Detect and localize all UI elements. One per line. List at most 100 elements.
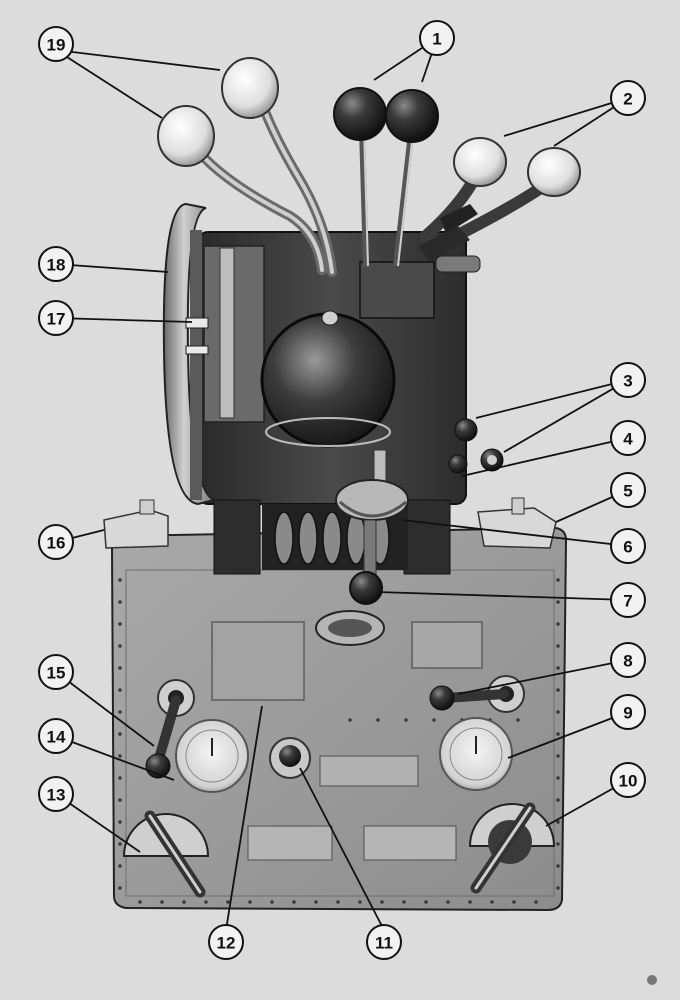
rivet — [118, 600, 122, 604]
callout-number: 3 — [623, 372, 632, 391]
callout-5: 5 — [610, 472, 646, 508]
rivet — [270, 900, 274, 904]
callout-15: 15 — [38, 654, 74, 690]
callout-circle — [610, 472, 646, 508]
rivet — [512, 900, 516, 904]
center-push-button[interactable] — [269, 737, 311, 779]
rivet — [556, 688, 560, 692]
callout-9: 9 — [610, 694, 646, 730]
left-toggle[interactable] — [145, 679, 195, 779]
callout-circle — [38, 718, 74, 754]
rivet — [446, 900, 450, 904]
lever-knob-right[interactable] — [221, 57, 279, 119]
rivet — [404, 718, 408, 722]
rivet — [118, 842, 122, 846]
callout-circle — [610, 420, 646, 456]
dark-knob-right[interactable] — [385, 89, 439, 143]
rivet — [138, 900, 142, 904]
callout-6: 6 — [610, 528, 646, 564]
callout-circle — [38, 776, 74, 812]
callout-number: 1 — [432, 30, 441, 49]
right-gauge — [439, 717, 513, 791]
rivet — [468, 900, 472, 904]
callout-circle — [610, 528, 646, 564]
dark-levers-pair[interactable] — [333, 87, 439, 267]
callout-number: 11 — [375, 934, 393, 953]
left-latch[interactable] — [103, 499, 169, 549]
rivet — [556, 710, 560, 714]
rivet — [118, 820, 122, 824]
callout-14: 14 — [38, 718, 74, 754]
callout-circle — [610, 362, 646, 398]
leader-lines — [55, 37, 629, 931]
rivet — [432, 718, 436, 722]
pitch-knob-right[interactable] — [527, 147, 581, 197]
dark-knob-left[interactable] — [333, 87, 387, 141]
rivet — [556, 798, 560, 802]
callout-number: 13 — [47, 786, 66, 805]
callout-circle — [610, 80, 646, 116]
right-latch[interactable] — [477, 497, 557, 549]
right-selector-quadrant[interactable] — [468, 802, 556, 894]
callout-1: 1 — [419, 20, 455, 56]
callout-13: 13 — [38, 776, 74, 812]
callout-circle — [38, 654, 74, 690]
rivet — [556, 600, 560, 604]
side-knobs[interactable] — [448, 418, 504, 474]
throttle-levers-pair[interactable] — [157, 57, 337, 277]
callout-number: 2 — [623, 90, 632, 109]
pitch-knob-left[interactable] — [453, 137, 507, 187]
rivet — [160, 900, 164, 904]
rivet — [204, 900, 208, 904]
callout-circle — [610, 694, 646, 730]
rivet — [292, 900, 296, 904]
callout-circle — [366, 924, 402, 960]
lower-control-panel — [109, 526, 568, 912]
rivet — [118, 754, 122, 758]
callout-number: 6 — [623, 538, 632, 557]
callout-19: 19 — [38, 26, 74, 62]
rivet — [118, 578, 122, 582]
handwheel[interactable] — [162, 202, 218, 506]
right-toggle[interactable] — [429, 675, 525, 713]
rivet — [490, 900, 494, 904]
callout-circle — [610, 642, 646, 678]
callout-circle — [38, 246, 74, 282]
rivet — [248, 900, 252, 904]
rivet — [182, 900, 186, 904]
callout-number: 9 — [623, 704, 632, 723]
rivet — [376, 718, 380, 722]
rivet — [118, 666, 122, 670]
callout-12: 12 — [208, 924, 244, 960]
callout-18: 18 — [38, 246, 74, 282]
panel-rivets — [118, 578, 560, 904]
rivet — [424, 900, 428, 904]
callout-circle — [208, 924, 244, 960]
rivet — [556, 622, 560, 626]
callout-number: 12 — [217, 934, 236, 953]
rivet — [556, 864, 560, 868]
pitch-levers-pair[interactable] — [418, 137, 581, 273]
callout-number: 19 — [47, 36, 66, 55]
lever-knob-left[interactable] — [157, 105, 215, 167]
rivet — [358, 900, 362, 904]
rivet — [118, 688, 122, 692]
rivet — [556, 842, 560, 846]
callout-number: 18 — [47, 256, 66, 275]
left-selector-quadrant[interactable] — [122, 810, 210, 898]
rivet — [556, 578, 560, 582]
dust-speck — [647, 975, 657, 985]
callout-8: 8 — [610, 642, 646, 678]
gear-disc — [274, 511, 294, 565]
center-selector-lever[interactable] — [335, 449, 409, 605]
callout-16: 16 — [38, 524, 74, 560]
lower-center-handle[interactable] — [315, 610, 385, 646]
callout-10: 10 — [610, 762, 646, 798]
callout-11: 11 — [366, 924, 402, 960]
rivet — [402, 900, 406, 904]
rivet — [348, 718, 352, 722]
callout-circle — [610, 762, 646, 798]
